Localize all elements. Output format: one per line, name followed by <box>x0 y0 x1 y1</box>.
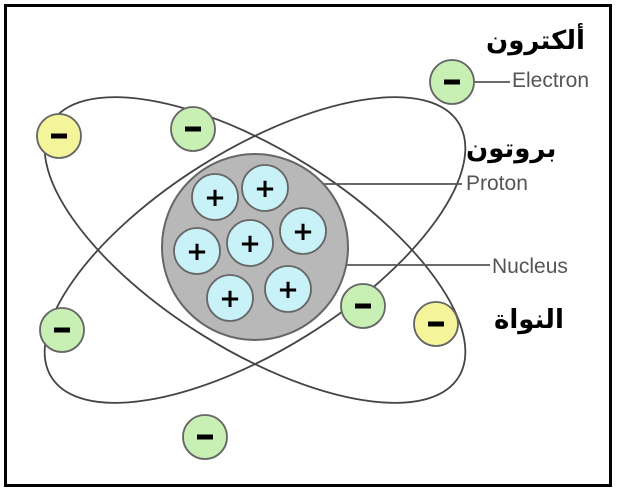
electron-label-arabic: ألكترون <box>486 26 585 56</box>
diagram-frame <box>4 4 612 487</box>
electron-sign <box>51 133 67 139</box>
proton-label-arabic: بروتون <box>466 134 557 164</box>
electron-sign <box>185 126 201 132</box>
proton: + <box>191 173 239 221</box>
proton-sign: + <box>292 217 314 247</box>
electrons-group <box>36 59 475 460</box>
electron <box>170 106 216 152</box>
electron-sign <box>355 303 371 309</box>
electron <box>182 414 228 460</box>
electron <box>413 301 459 347</box>
electron <box>39 307 85 353</box>
protons-group: + + + + + + + <box>173 164 327 322</box>
orbit-2 <box>43 96 467 404</box>
proton-sign: + <box>254 174 276 204</box>
proton-sign: + <box>186 237 208 267</box>
electron-sign <box>197 434 213 440</box>
proton: + <box>264 265 312 313</box>
proton: + <box>279 207 327 255</box>
proton: + <box>173 227 221 275</box>
proton-sign: + <box>219 284 241 314</box>
proton-sign: + <box>239 229 261 259</box>
electron-sign <box>54 327 70 333</box>
nucleus-label: Nucleus <box>492 255 568 278</box>
proton: + <box>241 164 289 212</box>
proton-sign: + <box>204 183 226 213</box>
electron <box>36 113 82 159</box>
electron-sign <box>444 79 460 85</box>
electron-sign <box>428 321 444 327</box>
electron <box>429 59 475 105</box>
proton-sign: + <box>277 275 299 305</box>
electron <box>340 283 386 329</box>
proton: + <box>226 219 274 267</box>
nucleus-label-arabic: النواة <box>494 305 564 335</box>
proton-label: Proton <box>466 172 528 195</box>
proton: + <box>206 274 254 322</box>
electron-label: Electron <box>512 69 590 92</box>
